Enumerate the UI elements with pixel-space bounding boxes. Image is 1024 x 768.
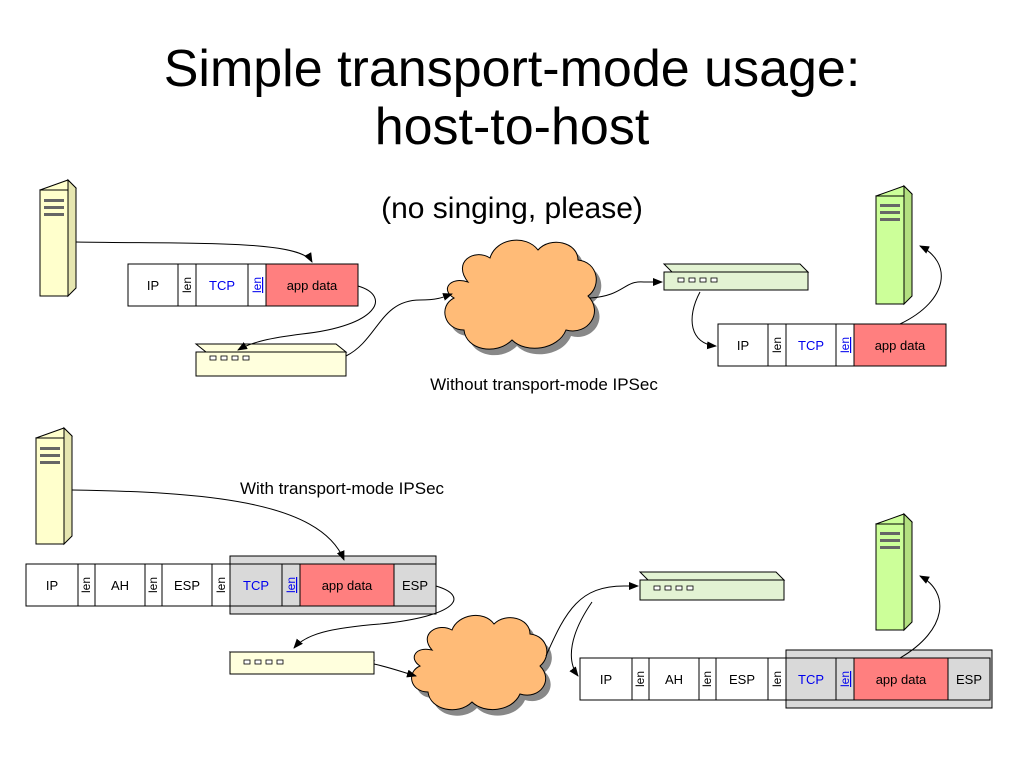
router-icon — [638, 571, 786, 601]
field-app-data: app data — [875, 338, 926, 353]
field-app-data: app data — [322, 578, 373, 593]
field-len-link: len — [284, 577, 298, 593]
title-line-2: host-to-host — [374, 98, 650, 156]
sender-host-icon — [39, 178, 77, 298]
flow-arrows-bottom — [71, 489, 941, 678]
field-tcp: TCP — [209, 278, 235, 293]
router-icon — [228, 651, 376, 675]
sender-host-icon — [35, 426, 73, 546]
field-ip: IP — [147, 278, 159, 293]
field-len: len — [770, 671, 784, 687]
field-esp: ESP — [729, 672, 755, 687]
title-line-1: Simple transport-mode usage: — [163, 40, 861, 98]
flow-arrows-top — [75, 241, 942, 357]
field-ip: IP — [600, 672, 612, 687]
field-len: len — [146, 577, 160, 593]
field-len: len — [700, 671, 714, 687]
field-esp-trailer: ESP — [956, 672, 982, 687]
field-esp: ESP — [174, 578, 200, 593]
field-len: len — [180, 277, 194, 293]
field-len: len — [633, 671, 647, 687]
field-ah: AH — [665, 672, 683, 687]
field-ip: IP — [737, 338, 749, 353]
slide-subtitle: (no singing, please) — [381, 192, 643, 225]
received-packet-with-ipsec: IP len AH len ESP len TCP len app data E… — [579, 649, 993, 709]
field-tcp: TCP — [798, 672, 824, 687]
internet-cloud-icon — [411, 615, 552, 716]
field-tcp: TCP — [243, 578, 269, 593]
received-packet-without-ipsec: IP len TCP len app data — [717, 323, 947, 367]
field-len: len — [770, 337, 784, 353]
internet-cloud-icon — [444, 239, 602, 356]
router-icon — [194, 343, 348, 377]
field-esp-trailer: ESP — [402, 578, 428, 593]
slide-title: Simple transport-mode usage: host-to-hos… — [0, 40, 1024, 156]
field-tcp: TCP — [798, 338, 824, 353]
field-ip: IP — [46, 578, 58, 593]
field-app-data: app data — [287, 278, 338, 293]
field-len-link: len — [250, 277, 264, 293]
field-len: len — [214, 577, 228, 593]
caption-with-ipsec: With transport-mode IPSec — [240, 479, 445, 498]
caption-without-ipsec: Without transport-mode IPSec — [430, 375, 658, 394]
field-ah: AH — [111, 578, 129, 593]
receiver-host-icon — [875, 184, 913, 306]
packet-without-ipsec: IP len TCP len app data — [127, 263, 359, 307]
receiver-host-icon — [875, 512, 913, 632]
router-icon — [662, 263, 810, 291]
field-app-data: app data — [876, 672, 927, 687]
packet-with-ipsec: IP len AH len ESP len TCP len app data E… — [25, 555, 437, 615]
field-len-link: len — [838, 671, 852, 687]
field-len-link: len — [838, 337, 852, 353]
field-len: len — [79, 577, 93, 593]
